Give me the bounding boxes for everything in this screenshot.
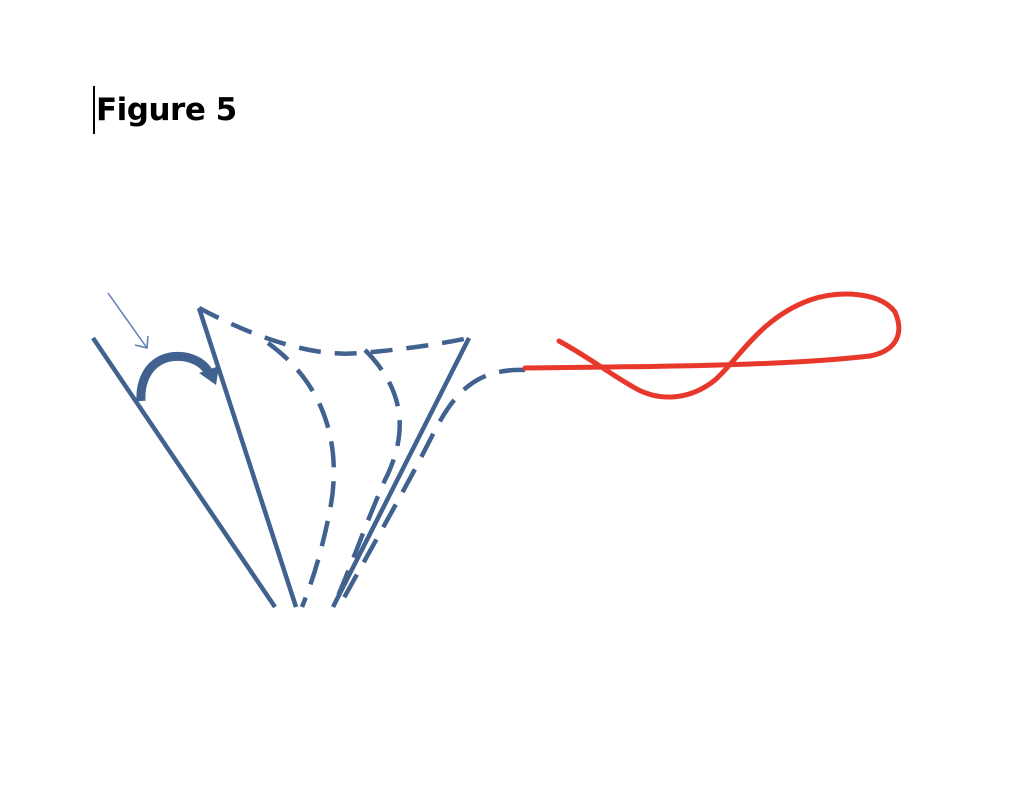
dashed-curve-c (337, 367, 526, 609)
solid-line-1 (91, 336, 277, 609)
thin-arrow-icon (107, 292, 149, 349)
dashed-curve-b (330, 348, 402, 608)
text-cursor (93, 86, 95, 134)
solid-line-3 (330, 336, 472, 609)
dashed-top-curve (197, 306, 470, 356)
dashed-curve-a (266, 341, 337, 608)
figure-title: Figure 5 (96, 92, 237, 128)
red-curve (522, 291, 902, 400)
solid-line-2 (196, 307, 299, 608)
curved-arrow-icon (136, 351, 219, 402)
